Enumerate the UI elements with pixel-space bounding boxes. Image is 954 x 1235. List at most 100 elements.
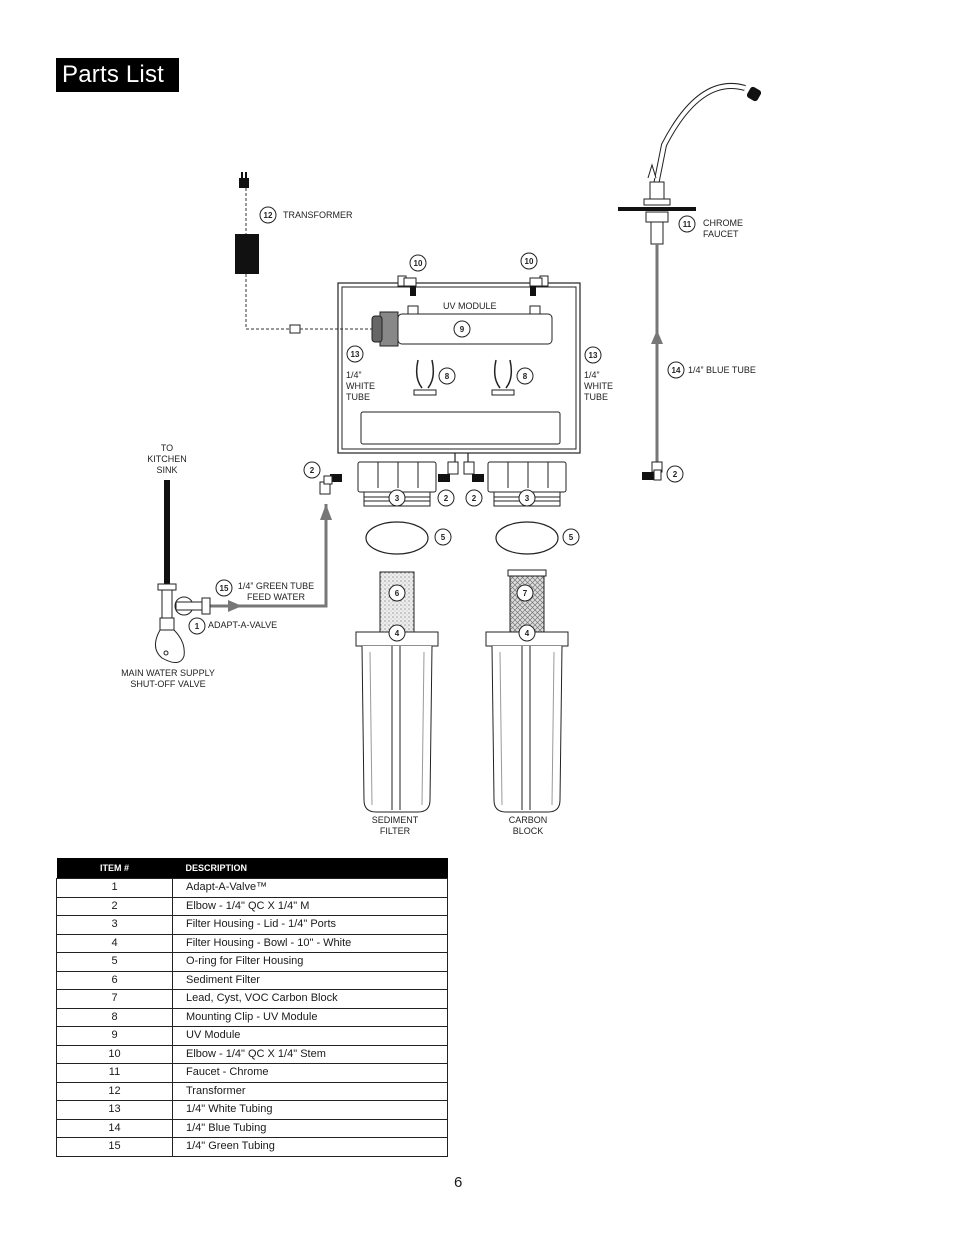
item-number: 2 bbox=[56, 896, 173, 916]
item-description: Lead, Cyst, VOC Carbon Block bbox=[172, 989, 448, 1009]
callout-5-left: 5 bbox=[441, 533, 446, 542]
item-description: Mounting Clip - UV Module bbox=[172, 1007, 448, 1027]
item-description: Adapt-A-Valve™ bbox=[172, 878, 448, 898]
callout-7: 7 bbox=[523, 589, 528, 598]
green-tube bbox=[210, 474, 342, 612]
item-description: UV Module bbox=[172, 1026, 448, 1046]
callout-4-left: 4 bbox=[395, 629, 400, 638]
column-header-description: DESCRIPTION bbox=[172, 858, 448, 879]
label-white-tube-left-2: WHITE bbox=[346, 381, 375, 391]
callout-2-feed: 2 bbox=[310, 466, 315, 475]
label-adapt-a-valve: ADAPT-A-VALVE bbox=[208, 620, 277, 630]
label-carbon: CARBON bbox=[509, 815, 548, 825]
diagram-labels: TRANSFORMER CHROME FAUCET UV MODULE 1/4”… bbox=[121, 210, 756, 836]
label-feed-water: FEED WATER bbox=[247, 592, 305, 602]
callout-2-lid-right: 2 bbox=[472, 494, 477, 503]
item-number: 14 bbox=[56, 1118, 173, 1138]
callout-9: 9 bbox=[460, 325, 465, 334]
label-blue-tube: 1/4” BLUE TUBE bbox=[688, 365, 756, 375]
item-description: 1/4" Blue Tubing bbox=[172, 1118, 448, 1138]
item-number: 4 bbox=[56, 933, 173, 953]
label-shut-off: SHUT-OFF VALVE bbox=[130, 679, 205, 689]
blue-tube bbox=[642, 244, 663, 481]
callout-13-left: 13 bbox=[351, 350, 360, 359]
item-number: 1 bbox=[56, 878, 173, 898]
callouts: 12 11 10 10 9 13 13 8 8 14 2 2 2 2 3 3 5… bbox=[188, 206, 696, 642]
label-white-tube-right-2: WHITE bbox=[584, 381, 613, 391]
callout-12: 12 bbox=[264, 211, 273, 220]
label-main-supply: MAIN WATER SUPPLY bbox=[121, 668, 215, 678]
label-transformer: TRANSFORMER bbox=[283, 210, 353, 220]
item-description: Elbow - 1/4" QC X 1/4" Stem bbox=[172, 1044, 448, 1064]
item-description: Faucet - Chrome bbox=[172, 1063, 448, 1083]
item-number: 6 bbox=[56, 970, 173, 990]
label-kitchen: KITCHEN bbox=[147, 454, 187, 464]
o-rings bbox=[365, 521, 559, 555]
item-number: 5 bbox=[56, 952, 173, 972]
label-filter: FILTER bbox=[380, 826, 411, 836]
callout-3-left: 3 bbox=[395, 494, 400, 503]
callout-1: 1 bbox=[195, 622, 200, 631]
label-uv-module: UV MODULE bbox=[443, 301, 497, 311]
callout-8-left: 8 bbox=[445, 372, 450, 381]
label-white-tube-right-3: TUBE bbox=[584, 392, 608, 402]
item-description: Sediment Filter bbox=[172, 970, 448, 990]
callout-8-right: 8 bbox=[523, 372, 528, 381]
label-green-tube: 1/4” GREEN TUBE bbox=[238, 581, 314, 591]
label-to: TO bbox=[161, 443, 173, 453]
callout-15: 15 bbox=[220, 584, 229, 593]
callout-2-lid-left: 2 bbox=[444, 494, 449, 503]
column-header-item: ITEM # bbox=[56, 858, 173, 879]
item-number: 8 bbox=[56, 1007, 173, 1027]
page-title: Parts List bbox=[56, 58, 179, 92]
callout-13-right: 13 bbox=[589, 351, 598, 360]
parts-diagram: 12 11 10 10 9 13 13 8 8 14 2 2 2 2 3 3 5… bbox=[121, 83, 762, 836]
item-number: 10 bbox=[56, 1044, 173, 1064]
item-number: 3 bbox=[56, 915, 173, 935]
item-description: Elbow - 1/4" QC X 1/4" M bbox=[172, 896, 448, 916]
label-white-tube-left-1: 1/4” bbox=[346, 370, 362, 380]
item-description: O-ring for Filter Housing bbox=[172, 952, 448, 972]
item-number: 13 bbox=[56, 1100, 173, 1120]
callout-10-left: 10 bbox=[414, 259, 423, 268]
callout-14: 14 bbox=[672, 366, 681, 375]
cartridges bbox=[379, 569, 547, 635]
callout-11: 11 bbox=[683, 220, 692, 229]
item-number: 15 bbox=[56, 1137, 173, 1157]
adapt-a-valve bbox=[155, 480, 211, 663]
label-white-tube-left-3: TUBE bbox=[346, 392, 370, 402]
callout-10-right: 10 bbox=[525, 257, 534, 266]
item-description: Filter Housing - Bowl - 10" - White bbox=[172, 933, 448, 953]
item-description: Transformer bbox=[172, 1081, 448, 1101]
item-description: 1/4" White Tubing bbox=[172, 1100, 448, 1120]
transformer bbox=[235, 172, 372, 334]
filter-bowls bbox=[355, 631, 569, 813]
table-header-row: ITEM # DESCRIPTION bbox=[56, 858, 448, 879]
label-faucet: FAUCET bbox=[703, 229, 739, 239]
label-block: BLOCK bbox=[513, 826, 544, 836]
callout-2-faucet: 2 bbox=[673, 470, 678, 479]
item-description: Filter Housing - Lid - 1/4" Ports bbox=[172, 915, 448, 935]
item-number: 9 bbox=[56, 1026, 173, 1046]
item-description: 1/4" Green Tubing bbox=[172, 1137, 448, 1157]
label-chrome: CHROME bbox=[703, 218, 743, 228]
item-number: 12 bbox=[56, 1081, 173, 1101]
callout-5-right: 5 bbox=[569, 533, 574, 542]
label-sediment: SEDIMENT bbox=[372, 815, 419, 825]
